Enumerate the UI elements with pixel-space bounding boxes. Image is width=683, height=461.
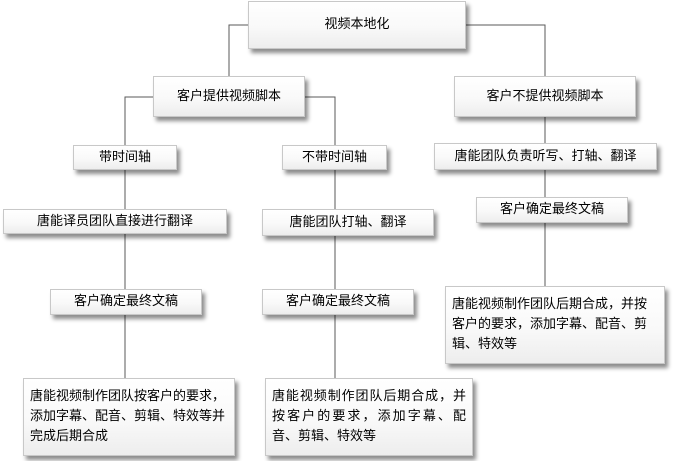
node-with-timeline: 带时间轴 [73, 145, 177, 170]
node-without-timeline-step-2: 客户确定最终文稿 [262, 289, 414, 315]
with-timeline-step-2-label: 客户确定最终文稿 [73, 294, 178, 309]
connector-with-script-to-without-timeline [305, 96, 336, 145]
without-timeline-step-1-label: 唐能团队打轴、翻译 [289, 214, 407, 230]
no-script-step-3-label: 唐能视频制作团队后期合成，并按客户的要求，添加字幕、配音、剪辑、特效等 [452, 297, 648, 352]
with-timeline-step-1-label: 唐能译员团队直接进行翻译 [36, 213, 193, 229]
node-without-timeline-step-3: 唐能视频制作团队后期合成，并按客户的要求，添加字幕、配音、剪辑、特效等 [265, 378, 473, 456]
with-timeline-label: 带时间轴 [98, 149, 151, 165]
root-node: 视频本地化 [248, 1, 466, 49]
node-no-script-step-1: 唐能团队负责听写、打轴、翻译 [434, 143, 657, 170]
node-without-timeline: 不带时间轴 [282, 145, 387, 170]
client-no-script-label: 客户不提供视频脚本 [486, 88, 604, 104]
connector-root-to-without-script [466, 24, 546, 76]
with-timeline-step-3-label: 唐能视频制作团队按客户的要求，添加字幕、配音、剪辑、特效等并完成后期合成 [30, 389, 226, 444]
root-label: 视频本地化 [324, 17, 390, 32]
node-client-no-script: 客户不提供视频脚本 [454, 76, 636, 117]
node-with-timeline-step-1: 唐能译员团队直接进行翻译 [3, 209, 227, 234]
without-timeline-step-3-label: 唐能视频制作团队后期合成，并按客户的要求，添加字幕、配音、剪辑、特效等 [272, 389, 466, 444]
client-provides-script-label: 客户提供视频脚本 [176, 88, 281, 104]
no-script-step-1-label: 唐能团队负责听写、打轴、翻译 [454, 148, 637, 164]
connector-root-to-with-script [228, 24, 248, 76]
node-with-timeline-step-3: 唐能视频制作团队按客户的要求，添加字幕、配音、剪辑、特效等并完成后期合成 [23, 378, 235, 456]
no-script-step-2-label: 客户确定最终文稿 [499, 202, 604, 217]
node-without-timeline-step-1: 唐能团队打轴、翻译 [262, 209, 434, 236]
without-timeline-step-2-label: 客户确定最终文稿 [285, 294, 390, 309]
connector-with-script-to-with-timeline [124, 96, 153, 145]
without-timeline-label: 不带时间轴 [301, 149, 367, 165]
node-no-script-step-2: 客户确定最终文稿 [476, 197, 628, 223]
node-no-script-step-3: 唐能视频制作团队后期合成，并按客户的要求，添加字幕、配音、剪辑、特效等 [445, 286, 665, 364]
node-with-timeline-step-2: 客户确定最终文稿 [50, 289, 202, 315]
node-client-provides-script: 客户提供视频脚本 [153, 76, 305, 117]
